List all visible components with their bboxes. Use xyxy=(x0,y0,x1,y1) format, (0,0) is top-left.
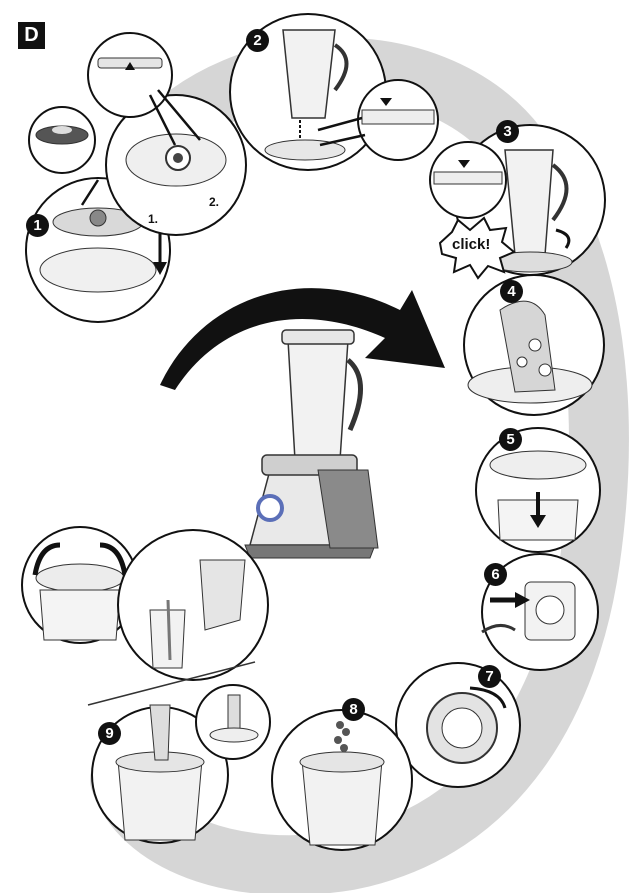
step-badge-9: 9 xyxy=(98,722,121,745)
pour-panel xyxy=(118,530,268,680)
click-callout: click! xyxy=(452,236,490,253)
step-badge-8: 8 xyxy=(342,698,365,721)
section-label: D xyxy=(18,22,45,49)
step-badge-1: 1 xyxy=(26,214,49,237)
step-badge-6: 6 xyxy=(484,563,507,586)
step-9-inset xyxy=(196,685,270,759)
step-badge-7: 7 xyxy=(478,665,501,688)
step-badge-4: 4 xyxy=(500,280,523,303)
sub-step-2-label: 2. xyxy=(209,195,219,209)
step-3-inset xyxy=(430,142,506,218)
blender-illustration xyxy=(245,330,378,558)
step-7-panel xyxy=(396,663,520,787)
step-badge-2: 2 xyxy=(246,29,269,52)
step-8-panel xyxy=(272,710,412,850)
step-4-panel xyxy=(464,275,604,415)
step-1-inset-a xyxy=(29,107,95,173)
step-badge-3: 3 xyxy=(496,120,519,143)
step-1-inset-c xyxy=(88,33,172,117)
step-5-panel xyxy=(476,428,600,552)
step-badge-5: 5 xyxy=(499,428,522,451)
sub-step-1-label: 1. xyxy=(148,212,158,226)
